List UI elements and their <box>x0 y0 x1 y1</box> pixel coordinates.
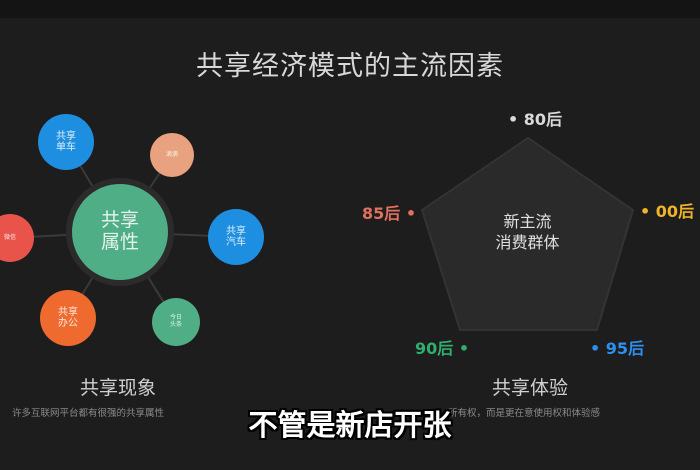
gen-95s: • 95后 <box>590 339 645 358</box>
pentagon-center-label: 新主流 消费群体 <box>470 212 585 254</box>
node-didi: 滴滴 <box>150 133 194 177</box>
right-caption: 共享体验 <box>491 377 568 399</box>
node-shared-office: 共享 办公 <box>40 290 96 346</box>
pentagon <box>420 136 635 331</box>
gen-85s: 85后 • <box>362 204 417 223</box>
node-label: 滴滴 <box>165 150 178 158</box>
node-label: 汽车 <box>226 237 246 248</box>
gen-label: 80后 <box>523 110 563 129</box>
node-label: 微信 <box>3 233 16 241</box>
node-label: 今日 <box>169 314 182 322</box>
node-label: 办公 <box>58 318 78 329</box>
gen-80s: • 80后 <box>508 110 563 129</box>
gen-label: 00后 <box>655 202 695 221</box>
node-shared-bike: 共享 单车 <box>38 114 94 170</box>
center-label-line: 新主流 <box>503 212 552 231</box>
center-node-shared-attribute: 共享 属性 <box>72 184 168 280</box>
video-subtitle: 不管是新店开张 <box>248 408 452 442</box>
left-description: 许多互联网平台都有很强的共享属性 <box>12 408 165 419</box>
node-label: 单车 <box>56 142 76 153</box>
center-ring: 共享 属性 <box>66 178 174 286</box>
center-label-line: 消费群体 <box>495 232 560 252</box>
node-toutiao: 今日 头条 <box>152 298 200 346</box>
node-label: 共享 <box>58 306 78 318</box>
right-description: 所有权，而是更在意使用权和体验感 <box>448 408 601 419</box>
node-label: 共享 <box>56 130 76 142</box>
node-shared-car: 共享 汽车 <box>208 209 264 265</box>
slide-title: 共享经济模式的主流因素 <box>196 51 504 82</box>
center-node-label: 属性 <box>100 231 139 253</box>
center-node-label: 共享 <box>100 209 139 232</box>
gen-90s: 90后 • <box>415 339 470 358</box>
node-label: 头条 <box>169 321 182 328</box>
left-caption: 共享现象 <box>79 377 156 399</box>
gen-00s: • 00后 <box>640 202 695 221</box>
gen-label: 95后 <box>605 339 645 358</box>
node-label: 共享 <box>226 225 246 237</box>
top-band <box>0 0 700 18</box>
gen-label: 90后 <box>415 339 454 358</box>
gen-label: 85后 <box>362 204 401 223</box>
